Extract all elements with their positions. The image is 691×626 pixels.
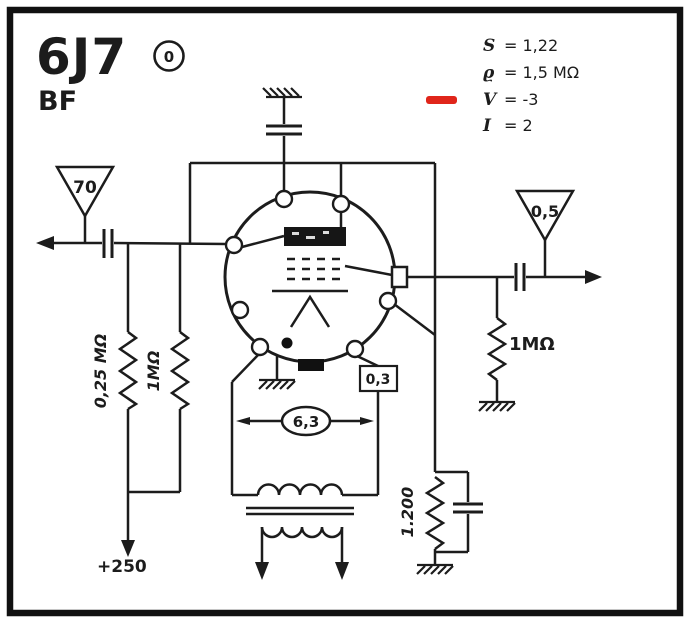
heater-current-box: [358, 364, 399, 393]
revision-badge: 0: [164, 48, 174, 66]
tube-ground-icon: [258, 378, 296, 390]
input-capacitor-icon: [102, 229, 114, 258]
input-level-label: 70: [73, 178, 97, 198]
dim-arrow-left-icon: [236, 417, 250, 425]
mains-arrow-left-icon: [255, 562, 269, 580]
page-border: [6, 6, 684, 617]
dim-arrow-right-icon: [360, 417, 374, 425]
output-arrow-icon: [585, 270, 602, 284]
top-ground-icon: [262, 87, 302, 99]
tube-spigot: [298, 359, 324, 371]
spec-block: S = 1,22 ϱ = 1,5 MΩ V = -3 I = 2: [426, 36, 579, 136]
heater-voltage-oval: [280, 405, 332, 437]
red-highlight-marker: [426, 96, 457, 104]
cathode-ground-icon: [416, 563, 454, 575]
heater-lead-right: [356, 354, 379, 368]
output-ground-icon: [478, 400, 516, 412]
revision-badge-circle: [153, 40, 185, 72]
input-wire: [50, 241, 227, 246]
transformer-icon: [232, 483, 378, 580]
spec-value-i: = 2: [504, 116, 533, 135]
spec-symbol-rho: ϱ: [483, 63, 495, 83]
supply-arrow-icon: [121, 540, 135, 557]
heater-lead-left: [231, 354, 259, 383]
tube-envelope: [223, 189, 409, 371]
spec-symbol-s: S: [483, 36, 495, 56]
heater-voltage-label: 6,3: [293, 413, 320, 431]
cathode-lead: [393, 303, 436, 336]
grid-leak-resistor-icon: [117, 331, 139, 411]
filament-icon: [289, 294, 331, 328]
grid-cap-icon: [390, 265, 409, 289]
grid-leak-resistor-label: 0,25 MΩ: [91, 334, 110, 409]
cathode-capacitor-icon: [453, 502, 483, 514]
output-grid-resistor-label: 1MΩ: [509, 334, 555, 355]
spec-symbol-v: V: [483, 90, 498, 110]
output-level-label: 0,5: [531, 202, 559, 221]
tube-circle: [223, 190, 397, 364]
anode-supply-label: +250: [97, 557, 147, 577]
spec-value-rho: = 1,5 MΩ: [504, 63, 579, 82]
grid-resistor-label: 1MΩ: [144, 351, 163, 392]
output-resistor-icon: [486, 317, 508, 381]
cathode-resistor-label: 1.200: [398, 487, 417, 538]
spec-value-v: = -3: [504, 90, 538, 109]
input-arrow-icon: [36, 236, 54, 250]
output-capacitor-icon: [514, 263, 526, 291]
bypass-capacitor-icon: [266, 124, 302, 136]
heater-current-label: 0,3: [366, 372, 391, 388]
transformer-primary: [256, 483, 344, 496]
tube-pins: [224, 189, 398, 359]
cathode-network: [416, 470, 483, 575]
tube-key-pin: [281, 337, 293, 349]
grid-wires-icon: [287, 257, 343, 281]
output-level-triangle-icon: [514, 189, 576, 277]
section-subtitle: BF: [38, 86, 77, 117]
input-level-triangle-icon: [54, 165, 116, 243]
tube-type-title: 6J7: [36, 28, 127, 86]
spec-symbol-i: I: [482, 116, 492, 136]
transformer-secondary: [260, 526, 344, 539]
heater-voltage-dimension: [236, 405, 374, 437]
circuit-drawing: [36, 87, 602, 580]
spec-value-s: = 1,22: [504, 36, 558, 55]
grid-resistor-icon: [169, 331, 191, 411]
mains-arrow-right-icon: [335, 562, 349, 580]
cathode-resistor-icon: [424, 476, 446, 550]
